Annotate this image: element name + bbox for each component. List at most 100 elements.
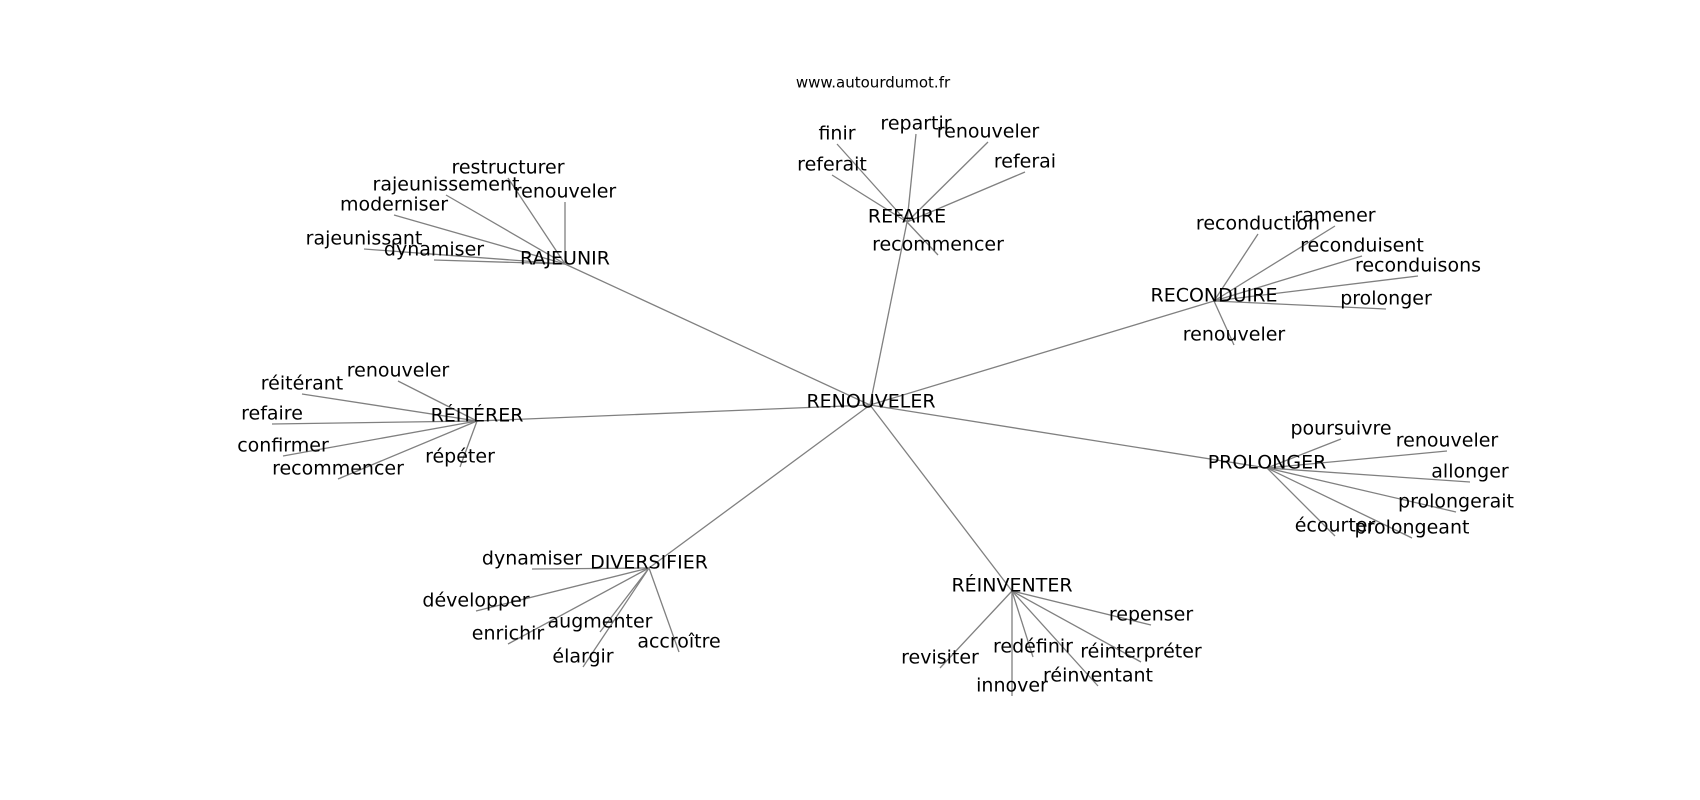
leaf-node-label[interactable]: restructurer xyxy=(451,157,564,179)
edge-hub-1-leaf-4 xyxy=(906,171,1026,223)
root-node-label[interactable]: RENOUVELER xyxy=(806,391,935,413)
hub-node-label[interactable]: PROLONGER xyxy=(1208,452,1327,474)
hub-node-label[interactable]: DIVERSIFIER xyxy=(590,552,708,574)
edge-hub-5-leaf-0 xyxy=(531,567,650,570)
leaf-node-label[interactable]: refaire xyxy=(241,403,303,425)
leaf-node-label[interactable]: prolonger xyxy=(1340,288,1432,310)
hub-node-label[interactable]: REFAIRE xyxy=(868,206,946,228)
edge-hub-5-leaf-5 xyxy=(648,567,680,653)
edge-hub-3-leaf-4 xyxy=(337,420,478,480)
edge-hub-6-leaf-1 xyxy=(939,590,1013,669)
hub-node-label[interactable]: RÉITÉRER xyxy=(431,404,524,427)
leaf-node-label[interactable]: renouveler xyxy=(347,360,450,382)
edge-hub-1-leaf-1 xyxy=(906,133,917,223)
leaf-node-label[interactable]: reconduction xyxy=(1196,213,1320,235)
leaf-node-label[interactable]: renouveler xyxy=(1183,324,1286,346)
leaf-node-label[interactable]: repartir xyxy=(880,113,951,135)
edge-hub-4-leaf-4 xyxy=(1266,467,1336,537)
leaf-node-label[interactable]: moderniser xyxy=(340,194,448,216)
leaf-node-label[interactable]: prolongeant xyxy=(1355,517,1470,539)
edge-hub-2-leaf-4 xyxy=(1213,300,1387,310)
hub-node-label[interactable]: RÉINVENTER xyxy=(951,574,1072,597)
leaf-node-label[interactable]: renouveler xyxy=(514,181,617,203)
edge-hub-2-leaf-5 xyxy=(1213,300,1235,346)
leaf-node-label[interactable]: poursuivre xyxy=(1290,418,1391,440)
edge-hub-5-leaf-3 xyxy=(599,567,650,633)
graph-labels: www.autourdumot.fr RAJEUNIRrestructurerr… xyxy=(237,74,1514,697)
edge-hub-2-leaf-3 xyxy=(1213,275,1419,302)
leaf-node-label[interactable]: élargir xyxy=(552,646,613,668)
edge-hub-4-leaf-2 xyxy=(1266,467,1471,483)
graph-edges xyxy=(271,133,1471,696)
edge-hub-6-leaf-2 xyxy=(1011,590,1034,658)
leaf-node-label[interactable]: rajeunissant xyxy=(306,228,423,250)
edge-root-hub-6 xyxy=(869,404,1013,592)
leaf-node-label[interactable]: dynamiser xyxy=(384,239,484,261)
leaf-node-label[interactable]: revisiter xyxy=(901,647,979,669)
leaf-node-label[interactable]: renouveler xyxy=(1396,430,1499,452)
edge-hub-3-leaf-5 xyxy=(459,420,478,468)
edge-root-hub-5 xyxy=(648,404,871,569)
edge-root-hub-0 xyxy=(564,263,871,406)
leaf-node-label[interactable]: referai xyxy=(994,151,1056,173)
leaf-node-label[interactable]: accroître xyxy=(637,631,720,653)
leaf-node-label[interactable]: développer xyxy=(422,590,529,612)
leaf-node-label[interactable]: répéter xyxy=(425,446,495,468)
edge-hub-6-leaf-3 xyxy=(1011,590,1142,663)
hub-node-label[interactable]: RECONDUIRE xyxy=(1151,285,1278,307)
edge-hub-0-leaf-1 xyxy=(445,194,566,265)
edge-root-hub-1 xyxy=(869,221,908,406)
leaf-node-label[interactable]: prolongerait xyxy=(1398,491,1514,513)
edge-hub-1-leaf-3 xyxy=(831,174,908,223)
leaf-node-label[interactable]: referait xyxy=(797,154,867,176)
edge-hub-6-leaf-4 xyxy=(1011,590,1099,687)
leaf-node-label[interactable]: réitérant xyxy=(261,373,343,395)
leaf-node-label[interactable]: écourter xyxy=(1295,515,1376,537)
leaf-node-label[interactable]: recommencer xyxy=(872,234,1004,256)
leaf-node-label[interactable]: enrichir xyxy=(472,623,545,645)
leaf-node-label[interactable]: réinterpréter xyxy=(1080,641,1202,663)
leaf-node-label[interactable]: rajeunissement xyxy=(373,174,520,196)
edge-hub-3-leaf-2 xyxy=(271,420,478,425)
leaf-node-label[interactable]: reconduisent xyxy=(1300,235,1424,257)
edge-root-hub-4 xyxy=(869,404,1268,469)
edge-hub-4-leaf-3 xyxy=(1266,467,1457,513)
edge-root-hub-2 xyxy=(869,300,1215,406)
leaf-node-label[interactable]: repenser xyxy=(1109,604,1193,626)
leaf-node-label[interactable]: innover xyxy=(976,675,1048,697)
edge-hub-4-leaf-0 xyxy=(1266,438,1342,469)
leaf-node-label[interactable]: ramener xyxy=(1294,205,1375,227)
leaf-node-label[interactable]: finir xyxy=(818,123,855,145)
edge-hub-3-leaf-3 xyxy=(282,420,478,457)
edge-hub-1-leaf-5 xyxy=(906,221,939,256)
edge-hub-0-leaf-4 xyxy=(363,248,566,265)
edge-root-hub-3 xyxy=(476,404,871,422)
edge-hub-6-leaf-0 xyxy=(1011,590,1152,626)
leaf-node-label[interactable]: réinventant xyxy=(1043,665,1153,687)
edge-hub-4-leaf-1 xyxy=(1266,450,1448,469)
edge-hub-0-leaf-3 xyxy=(393,214,566,265)
leaf-node-label[interactable]: reconduisons xyxy=(1355,255,1481,277)
edge-hub-1-leaf-0 xyxy=(836,143,908,223)
edge-hub-4-leaf-5 xyxy=(1266,467,1413,539)
edge-hub-5-leaf-4 xyxy=(582,567,650,668)
leaf-node-label[interactable]: dynamiser xyxy=(482,548,582,570)
edge-hub-0-leaf-0 xyxy=(507,177,566,265)
edge-hub-0-leaf-5 xyxy=(433,259,566,265)
edge-hub-3-leaf-1 xyxy=(301,393,478,422)
leaf-node-label[interactable]: allonger xyxy=(1431,461,1509,483)
edge-hub-2-leaf-1 xyxy=(1213,225,1336,302)
edge-hub-3-leaf-0 xyxy=(397,380,478,422)
leaf-node-label[interactable]: augmenter xyxy=(548,611,653,633)
edge-hub-2-leaf-2 xyxy=(1213,255,1363,302)
hub-node-label[interactable]: RAJEUNIR xyxy=(520,248,610,270)
edge-hub-1-leaf-2 xyxy=(906,141,989,223)
edge-hub-5-leaf-2 xyxy=(507,567,650,645)
leaf-node-label[interactable]: redéfinir xyxy=(993,636,1073,658)
leaf-node-label[interactable]: renouveler xyxy=(937,121,1040,143)
site-label[interactable]: www.autourdumot.fr xyxy=(796,74,951,92)
edge-hub-2-leaf-0 xyxy=(1213,233,1259,302)
leaf-node-label[interactable]: confirmer xyxy=(237,435,329,457)
leaf-node-label[interactable]: recommencer xyxy=(272,458,404,480)
